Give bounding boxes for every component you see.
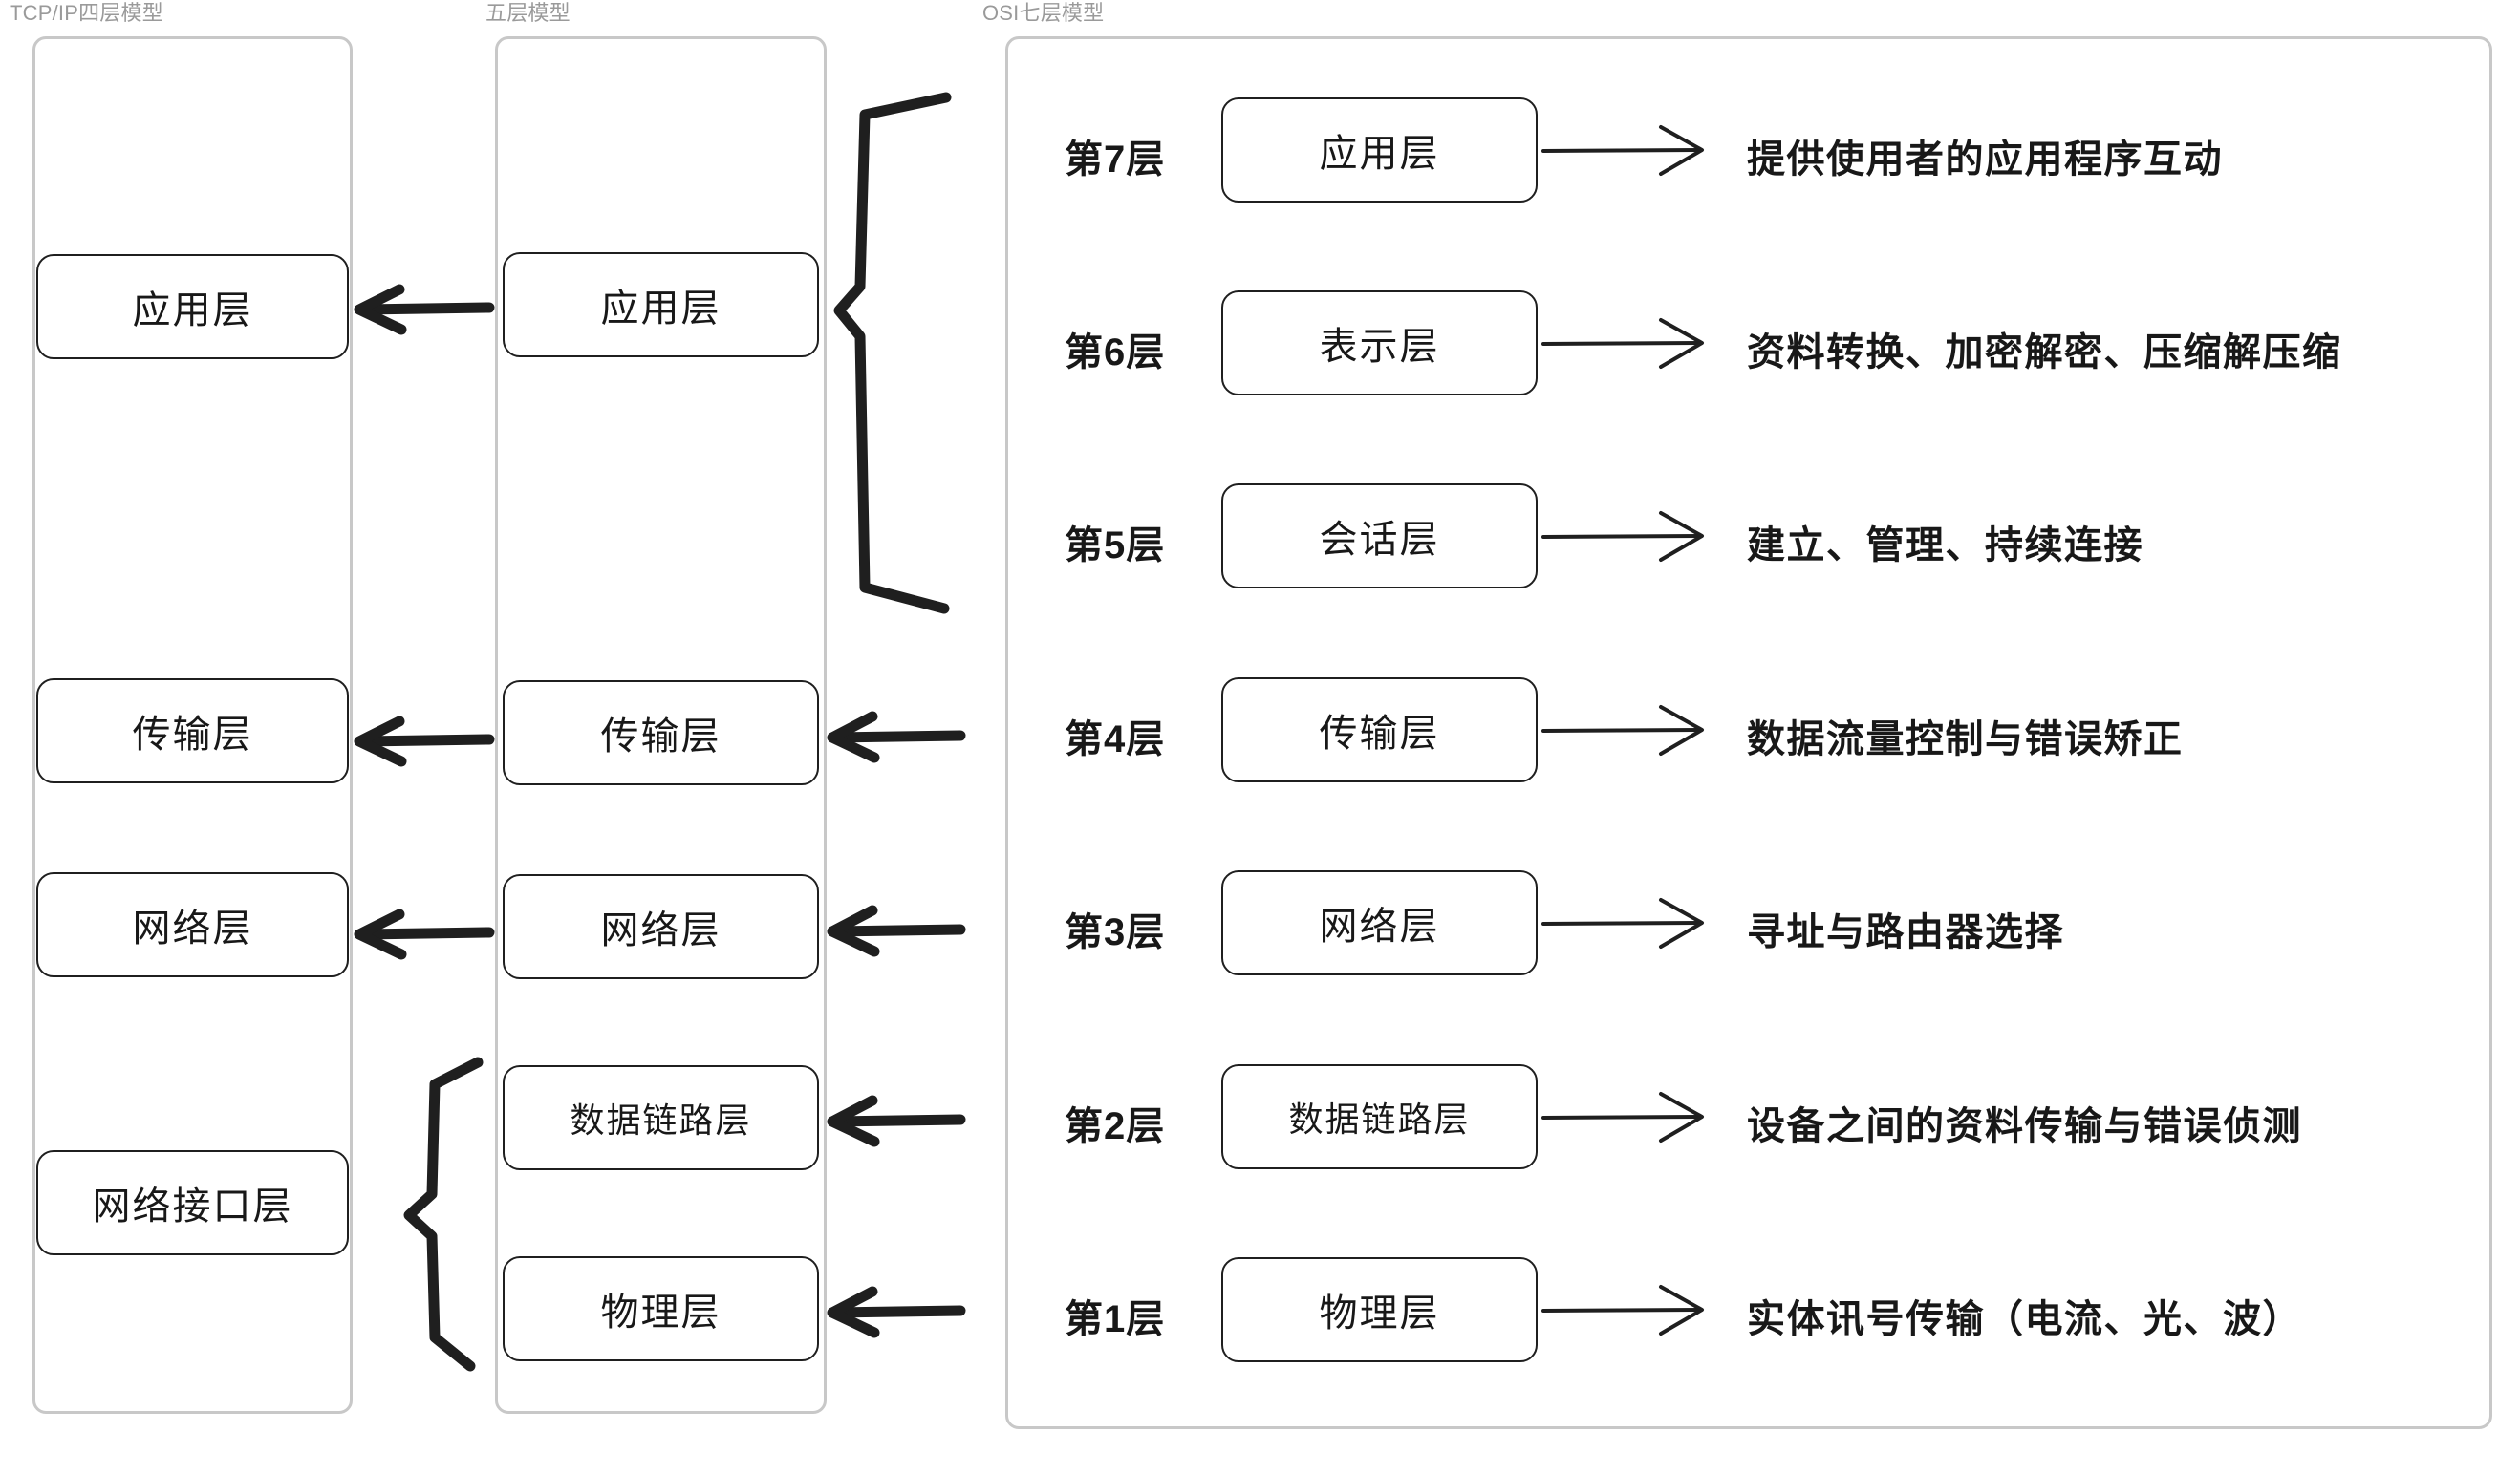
group-label-osi: OSI七层模型 (982, 1, 1105, 25)
osi-layer-application-label: 应用层 (1319, 133, 1440, 175)
tcpip-layer-network[interactable]: 网络层 (36, 872, 349, 977)
five-layer-datalink-label: 数据链路层 (570, 1101, 752, 1140)
group-frame-osi (1005, 36, 2492, 1429)
osi-upper-brace (833, 92, 952, 614)
tcpip-layer-network-label: 网络层 (132, 908, 253, 950)
five-layer-physical-label: 物理层 (600, 1292, 722, 1334)
osi-layer-number-4: 第4层 (1065, 718, 1166, 760)
five-layer-transport-label: 传输层 (600, 716, 722, 758)
osi-layer-physical[interactable]: 物理层 (1221, 1257, 1538, 1362)
five-layer-application[interactable]: 应用层 (503, 252, 819, 357)
osi-layer-presentation-label: 表示层 (1319, 326, 1440, 368)
arrow-osi-to-five-network (827, 905, 966, 957)
osi-layer-description-4: 数据流量控制与错误矫正 (1747, 718, 2184, 760)
osi-layer-description-1: 实体讯号传输（电流、光、波） (1747, 1298, 2302, 1340)
five-layer-network[interactable]: 网络层 (503, 874, 819, 979)
tcpip-layer-transport[interactable]: 传输层 (36, 678, 349, 783)
osi-layer-transport[interactable]: 传输层 (1221, 677, 1538, 782)
osi-layer-physical-label: 物理层 (1319, 1293, 1440, 1335)
osi-layer-transport-label: 传输层 (1319, 713, 1440, 755)
group-frame-five (495, 36, 827, 1414)
group-label-tcpip: TCP/IP四层模型 (10, 1, 163, 25)
five-layer-datalink[interactable]: 数据链路层 (503, 1065, 819, 1170)
osi-layer-description-7: 提供使用者的应用程序互动 (1747, 139, 2223, 181)
five-layer-physical[interactable]: 物理层 (503, 1256, 819, 1361)
arrow-osi-to-five-physical (827, 1286, 966, 1338)
arrow-five-to-tcpip-application (354, 284, 495, 335)
five-layer-transport[interactable]: 传输层 (503, 680, 819, 785)
osi-layer-number-6: 第6层 (1065, 331, 1166, 374)
arrow-osi-to-five-datalink (827, 1095, 966, 1147)
osi-layer-number-7: 第7层 (1065, 139, 1166, 181)
tcpip-layer-network-interface-label: 网络接口层 (92, 1186, 293, 1228)
osi-layer-presentation[interactable]: 表示层 (1221, 290, 1538, 395)
arrow-osi-to-five-transport (827, 711, 966, 763)
arrow-five-to-tcpip-transport (354, 716, 495, 767)
tcpip-layer-application[interactable]: 应用层 (36, 254, 349, 359)
osi-layer-description-3: 寻址与路由器选择 (1747, 911, 2064, 953)
osi-layer-description-6: 资料转换、加密解密、压缩解压缩 (1747, 331, 2342, 374)
osi-layer-session[interactable]: 会话层 (1221, 483, 1538, 588)
osi-layer-description-5: 建立、管理、持续连接 (1747, 524, 2143, 566)
group-label-five: 五层模型 (485, 1, 571, 25)
osi-layer-network[interactable]: 网络层 (1221, 870, 1538, 975)
osi-layer-network-label: 网络层 (1319, 906, 1440, 948)
osi-layer-description-2: 设备之间的资料传输与错误侦测 (1747, 1105, 2302, 1147)
five-layer-network-label: 网络层 (600, 909, 722, 951)
osi-layer-number-1: 第1层 (1065, 1298, 1166, 1340)
osi-layer-number-5: 第5层 (1065, 524, 1166, 566)
tcpip-lower-brace (403, 1057, 484, 1372)
osi-layer-number-2: 第2层 (1065, 1105, 1166, 1147)
group-frame-tcpip (32, 36, 353, 1414)
five-layer-application-label: 应用层 (600, 288, 722, 330)
tcpip-layer-network-interface[interactable]: 网络接口层 (36, 1150, 349, 1255)
osi-layer-datalink-label: 数据链路层 (1288, 1100, 1471, 1139)
osi-layer-session-label: 会话层 (1319, 519, 1440, 561)
tcpip-layer-application-label: 应用层 (132, 289, 253, 331)
osi-layer-number-3: 第3层 (1065, 911, 1166, 953)
tcpip-layer-transport-label: 传输层 (132, 714, 253, 756)
osi-layer-datalink[interactable]: 数据链路层 (1221, 1064, 1538, 1169)
arrow-five-to-tcpip-network (354, 909, 495, 960)
osi-layer-application[interactable]: 应用层 (1221, 97, 1538, 203)
